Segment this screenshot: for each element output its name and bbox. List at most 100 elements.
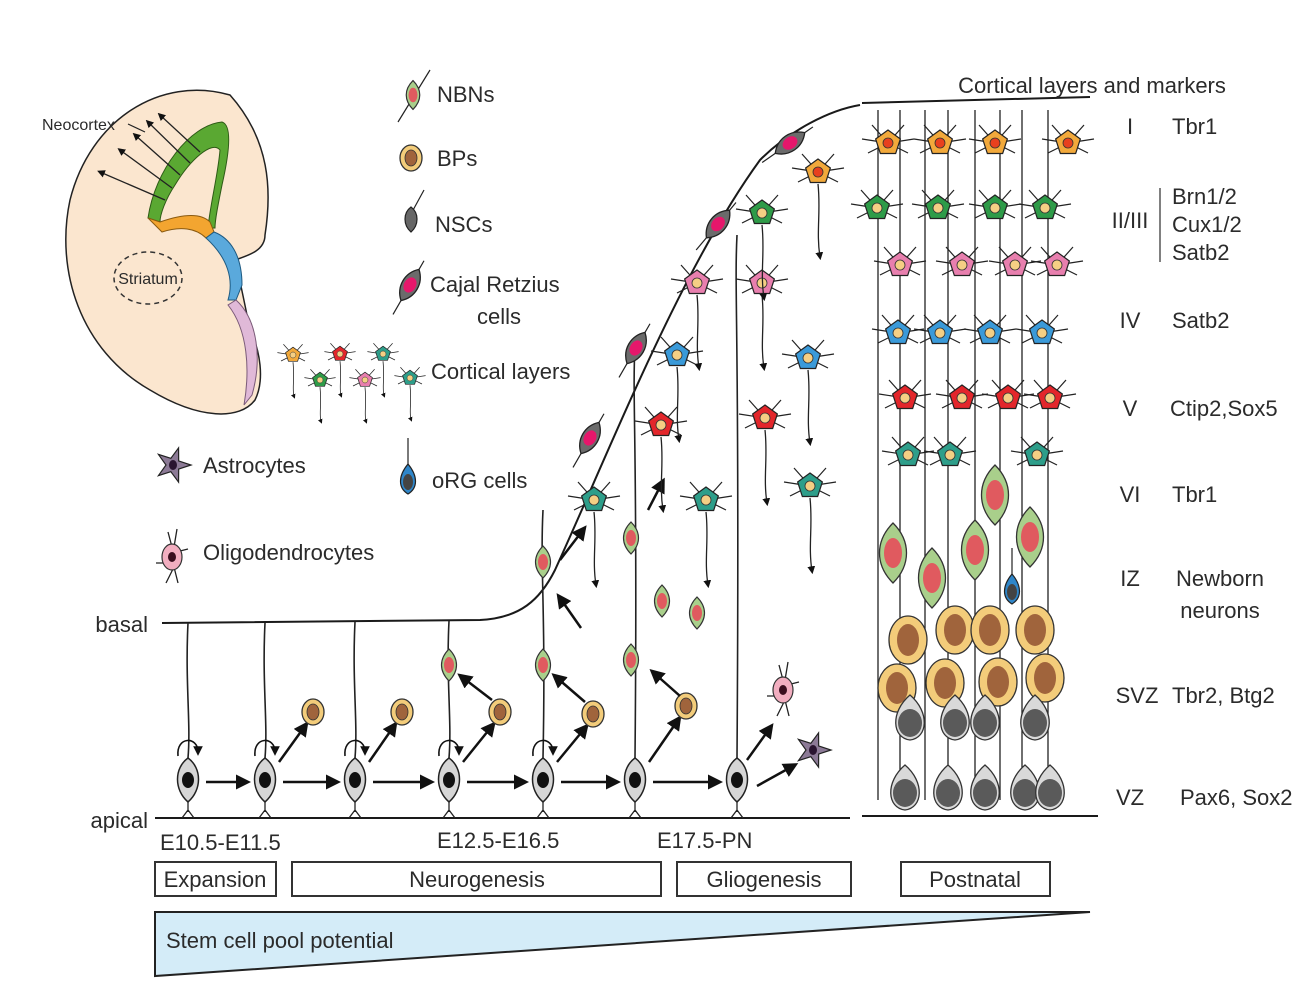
cortical-neuron [968,124,1022,155]
radial-glia-1 [176,622,200,819]
layer-marker: Tbr1 [1172,482,1217,507]
lineage-arrow [551,673,586,703]
radial-glia-2 [253,622,277,819]
neural-stem-cell [253,757,277,819]
cortical-neurons-icon [277,342,426,424]
neural-stem-cell-icon [404,189,425,233]
vz-neural-stem-cell [890,764,920,811]
striatum-label: Striatum [118,271,178,288]
radial-arrow [145,119,191,164]
neocortex-pointer [127,123,146,133]
cortical-neuron [923,436,977,467]
cortical-panel-top-line [861,96,1091,104]
self-renewal-arrow [254,739,280,757]
cortical-neuron [913,314,967,345]
astrocyte [156,446,193,484]
iz-newborn-neuron [879,522,907,584]
lineage-arrow [556,723,589,763]
newborn-neuron [622,643,640,677]
phase-expansion-label: Expansion [164,867,267,892]
iz-newborn-neuron [1016,506,1044,568]
radial-arrow [117,148,173,189]
cajal-retzius-cell [618,323,651,378]
cortical-neuron [738,399,792,507]
neocortex-label: Neocortex [42,117,115,134]
lineage-arrow [559,525,587,561]
legend-item-astro [156,446,193,484]
oligodendrocyte [767,661,800,717]
oligodendrocyte-icon [156,528,189,584]
self-renewal-arrow [438,739,464,757]
astrocyte [796,731,833,769]
legend-item-bps [399,144,423,172]
self-renewal-arrow [532,739,558,757]
layer-marker: Satb2 [1172,240,1230,265]
cortical-neuron [567,481,621,589]
vz-neural-stem-cell [940,694,970,741]
phase-expansion: Expansion [154,861,277,897]
cajal-retzius-cell [695,202,737,251]
newborn-neuron [440,648,458,682]
cajal-retzius-cell-icon [392,260,425,315]
newborn-neuron [405,79,421,111]
cortical-neuron [935,379,989,410]
cortical-neuron [1015,314,1069,345]
phase-neurogenesis-label: Neurogenesis [409,867,545,892]
legend-label-cortical: Cortical layers [431,359,570,384]
legend-label-cajal-2: cells [477,304,521,329]
lineage-arrow [745,723,774,761]
radial-glia-4 [437,620,461,819]
legend-label-oligo: Oligodendrocytes [203,540,374,565]
legend-label-nscs: NSCs [435,212,492,237]
cortical-neuron [871,314,925,345]
brain-inset: Striatum Neocortex [42,89,269,415]
cortical-neuron [679,481,733,589]
vz-neural-stem-cell [1035,764,1065,811]
cajal-retzius-cell [761,126,814,163]
stem-cell-pool-label: Stem cell pool potential [166,928,393,953]
timepoint-e17-pn: E17.5-PN [657,828,752,853]
legend-label-astro: Astrocytes [203,453,306,478]
cortical-neuron [277,343,309,399]
vz-neural-stem-cell [970,764,1000,811]
layer-name: II/III [1112,208,1149,233]
cortical-neuron [304,368,336,424]
cortical-neuron [634,406,688,514]
basal-progenitor-cell [581,700,605,728]
mini-neuron [324,342,356,398]
developmental-timeline-panel: basal apical [91,96,1098,833]
newborn-neuron [688,596,706,630]
svz-basal-progenitor [978,657,1018,707]
self-renewal-arrow [344,739,370,757]
cortical-neuron [873,246,927,277]
neural-stem-cell [531,757,555,819]
mini-neuron [349,368,381,424]
basal-progenitor-cell [301,698,325,726]
layer-name: VI [1120,482,1141,507]
basal-progenitor-cell [390,698,414,726]
vz-neural-stem-cell [1020,694,1050,741]
cortical-neuron [911,189,965,220]
phase-gliogenesis-label: Gliogenesis [707,867,822,892]
legend-label-cajal: Cajal Retzius [430,272,560,297]
svz-basal-progenitor [935,605,975,655]
legend-item-oligo [156,528,189,584]
oligodendrocyte [156,528,189,584]
cortical-neuron [735,194,789,302]
lineage-arrow [367,721,398,763]
newborn-neuron [653,584,671,618]
basal-progenitor-cell [399,144,423,172]
cortical-neuron [1023,379,1077,410]
layer-name: SVZ [1116,683,1159,708]
cortical-neuron [988,246,1042,277]
radial-arrow [132,132,181,176]
basal-label: basal [95,612,148,637]
cortical-neuron [670,264,724,372]
